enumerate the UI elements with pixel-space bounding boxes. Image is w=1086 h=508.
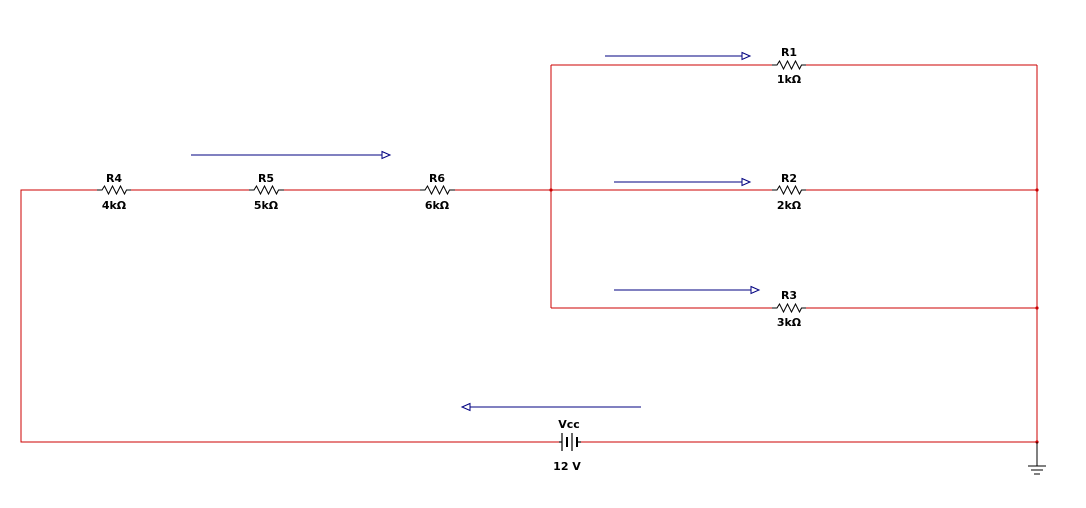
- current-arrows: [191, 51, 761, 412]
- current-arrow-icon: [614, 177, 752, 187]
- resistor-r6-value: 6kΩ: [425, 199, 450, 212]
- resistor-r1-value: 1kΩ: [777, 73, 802, 86]
- zigzag-resistor-icon: [249, 184, 284, 196]
- current-arrow-icon: [614, 285, 761, 295]
- dc-battery-icon: [559, 433, 581, 451]
- zigzag-resistor-icon: [772, 184, 806, 196]
- wire-bottom-left: [20, 189, 559, 443]
- current-arrow-icon: [191, 150, 392, 160]
- junction-nodes: [549, 188, 1039, 444]
- resistor-r6[interactable]: R6 6kΩ: [420, 172, 455, 212]
- resistor-r5[interactable]: R5 5kΩ: [249, 172, 284, 212]
- zigzag-resistor-icon: [772, 302, 806, 314]
- node-left-junction: [549, 188, 553, 192]
- wires: [20, 64, 1038, 443]
- resistor-r3-value: 3kΩ: [777, 316, 802, 329]
- resistor-r6-ref: R6: [429, 172, 445, 185]
- node-right-r2: [1035, 188, 1039, 192]
- resistor-r4[interactable]: R4 4kΩ: [97, 172, 131, 212]
- resistor-r2-value: 2kΩ: [777, 199, 802, 212]
- zigzag-resistor-icon: [97, 184, 131, 196]
- resistor-r5-ref: R5: [258, 172, 274, 185]
- node-right-r3: [1035, 306, 1039, 310]
- resistor-r1-ref: R1: [781, 46, 797, 59]
- ground-icon: [1028, 442, 1046, 475]
- battery-ref: Vcc: [558, 418, 580, 431]
- resistor-r4-ref: R4: [106, 172, 122, 185]
- zigzag-resistor-icon: [420, 184, 455, 196]
- zigzag-resistor-icon: [772, 59, 806, 71]
- resistor-r4-value: 4kΩ: [102, 199, 127, 212]
- current-arrow-icon: [460, 402, 641, 412]
- resistor-r2[interactable]: R2 2kΩ: [772, 172, 806, 212]
- resistor-r3[interactable]: R3 3kΩ: [772, 289, 806, 329]
- resistor-r2-ref: R2: [781, 172, 797, 185]
- resistor-r3-ref: R3: [781, 289, 797, 302]
- battery-value: 12 V: [553, 460, 581, 473]
- current-arrow-icon: [605, 51, 752, 61]
- battery-vcc[interactable]: Vcc 12 V: [553, 418, 581, 473]
- resistor-r5-value: 5kΩ: [254, 199, 279, 212]
- resistor-r1[interactable]: R1 1kΩ: [772, 46, 806, 86]
